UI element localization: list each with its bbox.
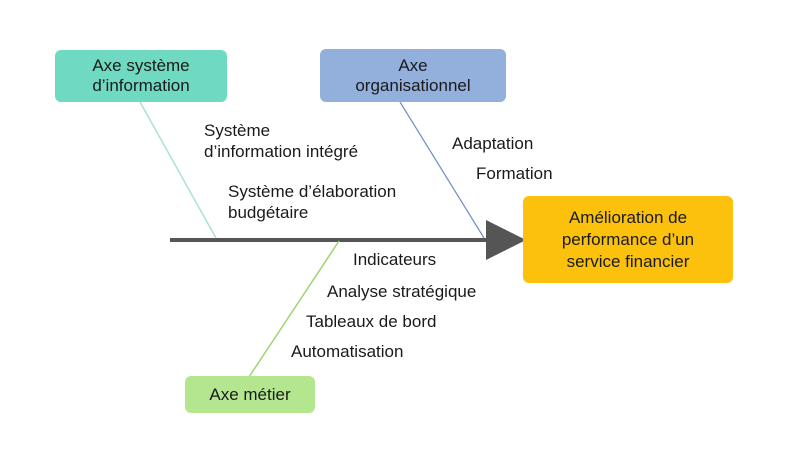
label-elaboration-budgetaire: Système d’élaboration budgétaire bbox=[228, 182, 397, 222]
axe-organisationnel-box: Axe organisationnel bbox=[320, 49, 506, 102]
bone-metier bbox=[248, 240, 340, 378]
label-automatisation: Automatisation bbox=[291, 342, 404, 361]
bone-systeme-information bbox=[139, 101, 217, 239]
axe-metier-box: Axe métier bbox=[185, 376, 315, 413]
label-adaptation: Adaptation bbox=[452, 134, 534, 153]
result-box: Amélioration de performance d’un service… bbox=[523, 196, 733, 283]
axe-systeme-information-box: Axe système d’information bbox=[55, 50, 227, 102]
bone-organisationnel bbox=[399, 101, 485, 239]
label-tableaux-de-bord: Tableaux de bord bbox=[306, 312, 437, 331]
label-indicateurs: Indicateurs bbox=[353, 250, 437, 269]
label-formation: Formation bbox=[476, 164, 553, 183]
label-systeme-integre: Système d’information intégré bbox=[204, 121, 359, 161]
label-analyse-strategique: Analyse stratégique bbox=[327, 282, 477, 301]
